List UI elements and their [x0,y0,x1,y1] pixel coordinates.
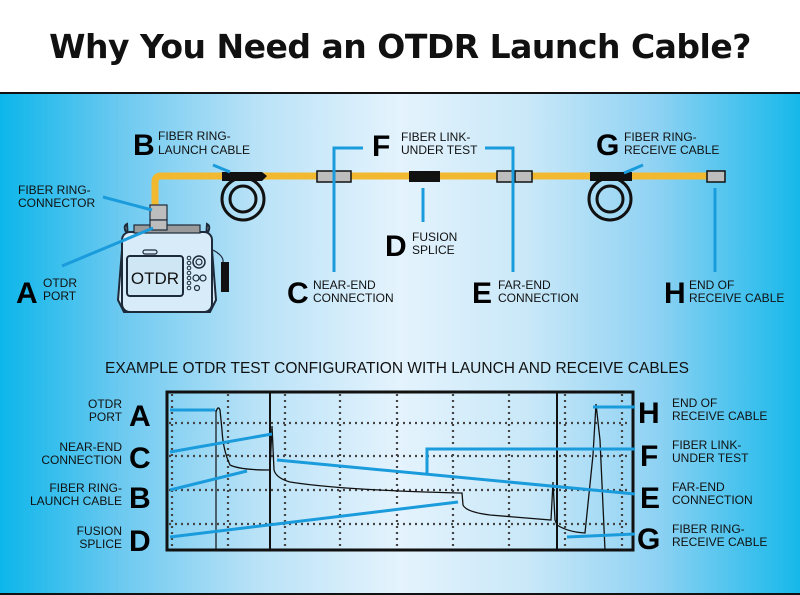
svg-text:A: A [16,277,38,310]
trace-label-a: A OTDR PORT [88,397,151,433]
svg-text:CONNECTION: CONNECTION [313,291,394,305]
far-end-connector-icon [496,170,533,183]
svg-text:C: C [129,442,151,475]
fiber-cable [151,172,720,205]
trace-label-h: H END OF RECEIVE CABLE [638,396,767,430]
svg-text:RECEIVE CABLE: RECEIVE CABLE [624,143,719,157]
fusion-splice-icon [409,171,440,182]
svg-text:E: E [640,482,660,515]
trace-curve [215,403,606,551]
otdr-screen-text: OTDR [131,269,179,288]
svg-text:FIBER RING-: FIBER RING- [18,183,91,197]
svg-text:H: H [664,277,686,310]
svg-text:FIBER RING-: FIBER RING- [624,130,697,144]
svg-text:END OF: END OF [672,396,717,410]
svg-text:FUSION: FUSION [77,524,122,538]
svg-text:END OF: END OF [689,278,734,292]
svg-text:G: G [596,129,619,162]
svg-text:FIBER RING-: FIBER RING- [672,522,745,536]
svg-text:LAUNCH CABLE: LAUNCH CABLE [30,494,122,508]
svg-text:FIBER RING-: FIBER RING- [158,129,231,143]
svg-text:FUSION: FUSION [412,230,457,244]
section-subtitle: EXAMPLE OTDR TEST CONFIGURATION WITH LAU… [105,360,689,377]
svg-text:CONNECTION: CONNECTION [41,453,122,467]
svg-text:RECEIVE CABLE: RECEIVE CABLE [689,291,784,305]
svg-text:FAR-END: FAR-END [672,480,725,494]
svg-text:RECEIVE CABLE: RECEIVE CABLE [672,535,767,549]
svg-text:CONNECTOR: CONNECTOR [18,196,95,210]
svg-text:UNDER TEST: UNDER TEST [672,451,749,465]
label-fiber-ring-connector: FIBER RING- CONNECTOR [18,183,95,210]
page-title: Why You Need an OTDR Launch Cable? [49,26,751,66]
svg-text:RECEIVE CABLE: RECEIVE CABLE [672,409,767,423]
svg-text:PORT: PORT [43,289,77,303]
otdr-device-icon: OTDR [116,204,229,313]
trace-label-c: C NEAR-END CONNECTION [41,440,150,475]
svg-text:H: H [638,397,660,430]
trace-label-f: F FIBER LINK- UNDER TEST [640,438,749,473]
trace-legend-left: A OTDR PORT C NEAR-END CONNECTION B FIBE… [30,397,151,558]
svg-text:FIBER LINK-: FIBER LINK- [401,130,470,144]
svg-text:FIBER LINK-: FIBER LINK- [672,438,741,452]
svg-text:LAUNCH CABLE: LAUNCH CABLE [158,143,250,157]
trace-label-b: B FIBER RING- LAUNCH CABLE [30,481,151,515]
svg-text:NEAR-END: NEAR-END [313,278,376,292]
svg-text:PORT: PORT [89,410,123,424]
top-pointer-lines [61,146,717,272]
svg-text:FAR-END: FAR-END [498,278,551,292]
trace-label-g: G FIBER RING- RECEIVE CABLE [637,522,767,556]
svg-text:B: B [129,482,151,515]
svg-text:F: F [372,130,390,163]
trace-legend-right: H END OF RECEIVE CABLE F FIBER LINK- UND… [637,396,767,556]
svg-text:A: A [129,400,151,433]
svg-text:FIBER RING-: FIBER RING- [49,481,122,495]
svg-text:D: D [129,525,151,558]
svg-text:UNDER TEST: UNDER TEST [401,143,478,157]
trace-label-d: D FUSION SPLICE [77,524,151,558]
svg-text:E: E [472,277,492,310]
label-c-near-end: C NEAR-END CONNECTION [287,277,394,310]
launch-cable-ring-icon [220,172,267,222]
svg-text:NEAR-END: NEAR-END [59,440,122,454]
svg-text:F: F [640,440,658,473]
svg-text:OTDR: OTDR [43,276,77,290]
svg-text:G: G [637,523,660,556]
label-g-receive-cable: G FIBER RING- RECEIVE CABLE [596,129,719,162]
svg-text:CONNECTION: CONNECTION [498,291,579,305]
svg-text:SPLICE: SPLICE [79,537,122,551]
svg-text:OTDR: OTDR [88,397,122,411]
label-a-otdr-port: A OTDR PORT [16,276,77,310]
svg-text:D: D [385,230,407,263]
svg-text:C: C [287,277,309,310]
trace-pointer-lines [169,405,636,539]
svg-text:B: B [133,129,155,162]
label-h-end-receive: H END OF RECEIVE CABLE [664,277,784,310]
label-d-fusion-splice: D FUSION SPLICE [385,230,457,263]
label-f-link-under-test: F FIBER LINK- UNDER TEST [372,130,478,163]
label-b-launch-cable: B FIBER RING- LAUNCH CABLE [133,129,250,162]
end-connector-icon [706,170,726,183]
otdr-trace-chart [165,390,636,552]
trace-label-e: E FAR-END CONNECTION [640,480,753,515]
svg-text:CONNECTION: CONNECTION [672,493,753,507]
svg-text:SPLICE: SPLICE [412,243,455,257]
receive-cable-ring-icon [587,172,633,222]
label-e-far-end: E FAR-END CONNECTION [472,277,579,310]
